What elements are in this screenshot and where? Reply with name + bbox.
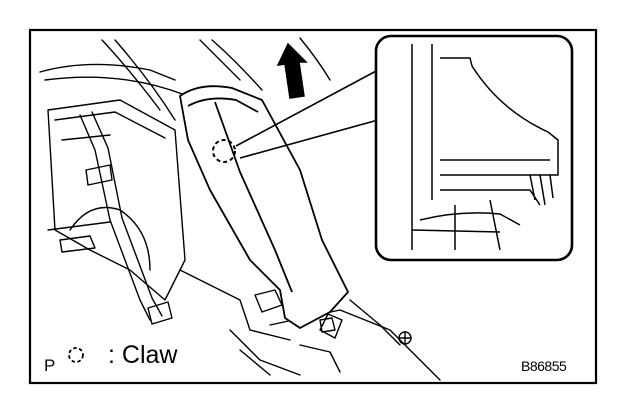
callout-leader <box>235 69 379 159</box>
legend-claw-text: Claw <box>121 341 178 369</box>
pillar-garnish <box>179 85 349 329</box>
vehicle-interior-background <box>39 37 441 381</box>
dashed-circle-icon <box>212 139 236 163</box>
legend-prefix: P <box>44 356 56 375</box>
up-arrow-icon <box>276 42 308 99</box>
legend-separator: : <box>108 341 115 369</box>
figure-code: B86855 <box>521 358 567 374</box>
legend-claw-label: : Claw <box>108 341 177 370</box>
legend-claw-icon <box>68 347 84 363</box>
detail-inset <box>374 34 574 262</box>
